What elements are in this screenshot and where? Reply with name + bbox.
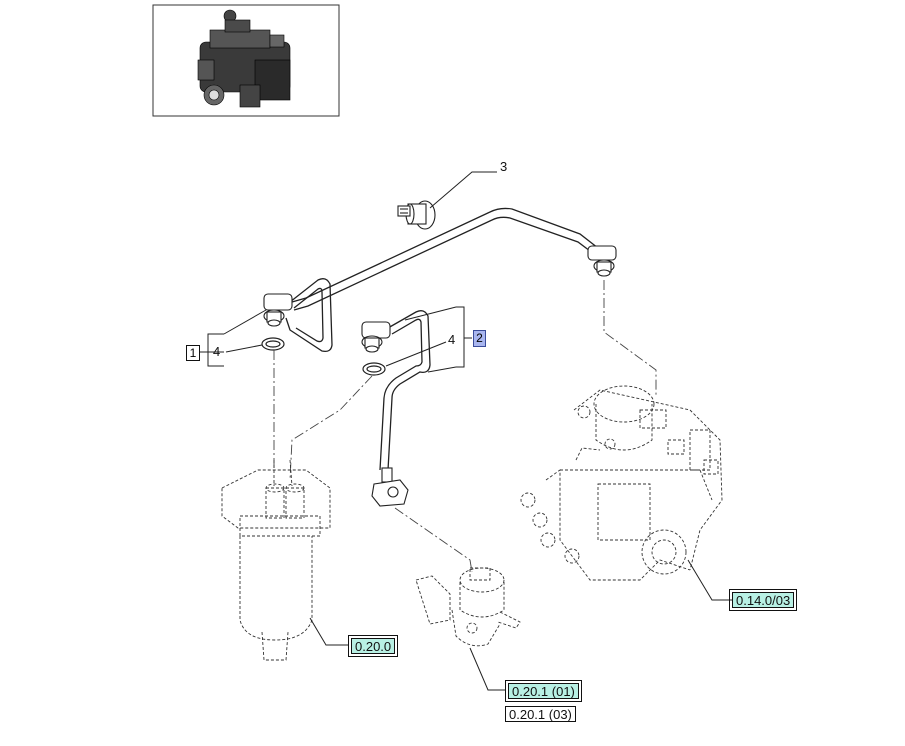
- callout-item-4-right[interactable]: 4: [448, 332, 456, 347]
- leader-0-14-0: [687, 559, 732, 601]
- callout-item-4-left[interactable]: 4: [213, 344, 221, 359]
- engine-thumbnail-icon[interactable]: [152, 4, 340, 117]
- leader-0-20-0: [309, 617, 348, 646]
- callout-item-2[interactable]: 2: [473, 330, 486, 347]
- fuel-pipe-item-2[interactable]: [379, 310, 431, 471]
- ref-link-0-14-0-03[interactable]: 0.14.0/03: [728, 589, 798, 611]
- o-ring-center[interactable]: [362, 362, 386, 376]
- injection-pump[interactable]: [520, 385, 723, 581]
- ref-link-0-20-0[interactable]: 0.20.0: [347, 635, 399, 657]
- callout-line-3: [429, 171, 497, 209]
- fitting-pump-inlet[interactable]: [587, 245, 617, 277]
- fitting-lower[interactable]: [371, 467, 409, 507]
- fitting-left[interactable]: [263, 293, 293, 327]
- ref-link-0-20-1-01[interactable]: 0.20.1 (01): [505, 680, 582, 702]
- callout-item-3[interactable]: 3: [500, 159, 508, 174]
- leader-0-20-1: [469, 647, 506, 691]
- fuel-filter[interactable]: [221, 459, 331, 661]
- banjo-bolt-item-3[interactable]: [397, 200, 436, 230]
- callout-bracket-right: [385, 306, 472, 373]
- callout-bracket-left: [200, 309, 267, 367]
- ref-link-0-20-1-03[interactable]: 0.20.1 (03): [505, 706, 576, 722]
- callout-item-1[interactable]: 1: [186, 345, 200, 361]
- fuel-lift-pump[interactable]: [415, 567, 521, 647]
- o-ring-left[interactable]: [261, 337, 285, 351]
- fitting-center[interactable]: [361, 321, 391, 353]
- fuel-pipe-long: [285, 207, 599, 353]
